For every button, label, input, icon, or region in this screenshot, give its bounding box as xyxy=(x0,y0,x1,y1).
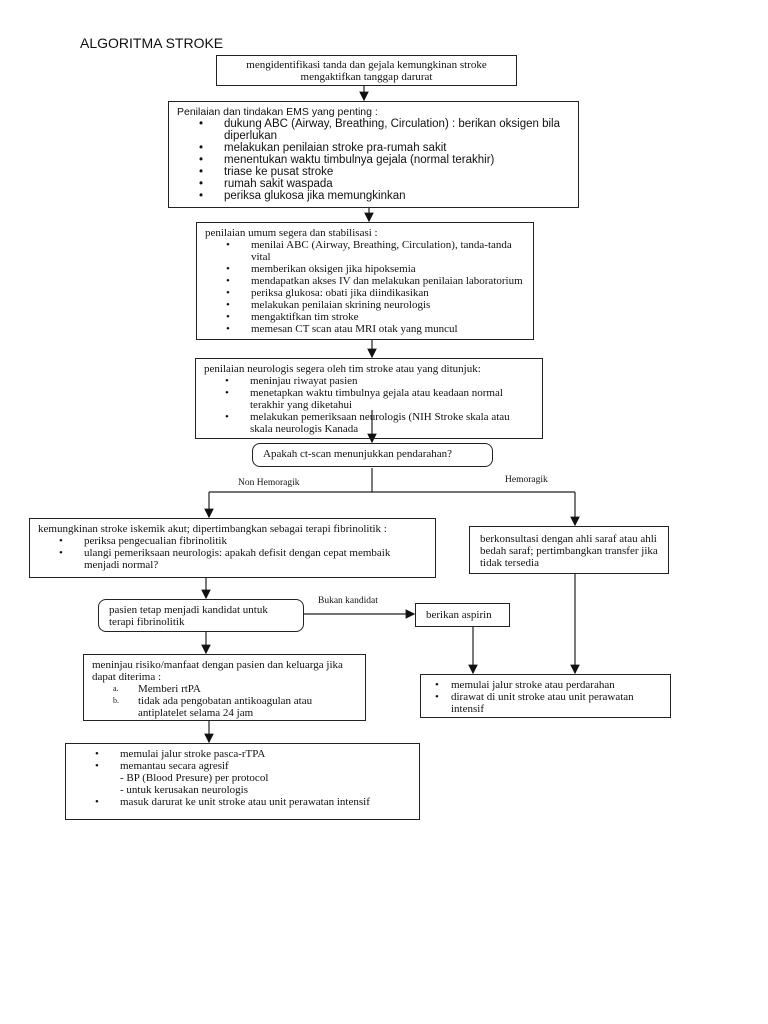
page-title: ALGORITMA STROKE xyxy=(80,35,224,51)
list-item: •melakukan penilaian skrining neurologis xyxy=(226,299,431,311)
post-rtpa-box: •memulai jalur stroke pasca-rTPA •memant… xyxy=(65,743,420,820)
hemorrhage-pathway-box: •memulai jalur stroke atau perdarahan •d… xyxy=(420,674,671,718)
general-assessment-box: penilaian umum segera dan stabilisasi : … xyxy=(196,222,534,340)
list-item: •menetapkan waktu timbulnya gejala atau … xyxy=(225,387,503,411)
list-item: •memulai jalur stroke atau perdarahan xyxy=(435,679,615,691)
box-text: mengidentifikasi tanda dan gejala kemung… xyxy=(246,59,487,71)
list-item: •mengaktifkan tim stroke xyxy=(226,311,359,323)
list-item: - untuk kerusakan neurologis xyxy=(120,784,248,796)
not-candidate-label: Bukan kandidat xyxy=(318,596,378,606)
list-item: •periksa glukosa: obati jika diindikasik… xyxy=(226,287,429,299)
give-aspirin-box: berikan aspirin xyxy=(415,603,510,627)
list-item: •menentukan waktu timbulnya gejala (norm… xyxy=(199,154,495,166)
ct-scan-decision: Apakah ct-scan menunjukkan pendarahan? xyxy=(252,443,493,467)
box-text: mengaktifkan tanggap darurat xyxy=(300,71,433,83)
hemorrhagic-label: Hemoragik xyxy=(505,475,548,485)
list-item: •memulai jalur stroke pasca-rTPA xyxy=(95,748,266,760)
box-intro: meninjau risiko/manfaat dengan pasien da… xyxy=(92,659,343,683)
fibrinolytic-candidate-box: pasien tetap menjadi kandidat untuk tera… xyxy=(98,599,304,632)
list-item: •memantau secara agresif xyxy=(95,760,229,772)
ischemic-stroke-box: kemungkinan stroke iskemik akut; diperti… xyxy=(29,518,436,578)
non-hemorrhagic-label: Non Hemoragik xyxy=(238,478,300,488)
list-item: a.Memberi rtPA xyxy=(113,683,201,695)
box-text: pasien tetap menjadi kandidat untuk tera… xyxy=(109,604,268,628)
list-item: •mendapatkan akses IV dan melakukan peni… xyxy=(226,275,523,287)
list-item: •menilai ABC (Airway, Breathing, Circula… xyxy=(226,239,512,263)
list-item: •melakukan penilaian stroke pra-rumah sa… xyxy=(199,142,447,154)
list-item: •rumah sakit waspada xyxy=(199,178,333,190)
list-item: •melakukan pemeriksaan neurologis (NIH S… xyxy=(225,411,510,435)
consult-neurologist-box: berkonsultasi dengan ahli saraf atau ahl… xyxy=(469,526,669,574)
list-item: •memberikan oksigen jika hipoksemia xyxy=(226,263,416,275)
list-item: •masuk darurat ke unit stroke atau unit … xyxy=(95,796,370,808)
list-item: - BP (Blood Presure) per protocol xyxy=(120,772,269,784)
risk-benefit-box: meninjau risiko/manfaat dengan pasien da… xyxy=(83,654,366,721)
ems-assessment-box: Penilaian dan tindakan EMS yang penting … xyxy=(168,101,579,208)
list-item: •ulangi pemeriksaan neurologis: apakah d… xyxy=(59,547,391,571)
box-text: berikan aspirin xyxy=(426,609,492,621)
box-text: berkonsultasi dengan ahli saraf atau ahl… xyxy=(480,533,658,569)
neuro-assessment-box: penilaian neurologis segera oleh tim str… xyxy=(195,358,543,439)
list-item: •periksa pengecualian fibrinolitik xyxy=(59,535,227,547)
identify-signs-box: mengidentifikasi tanda dan gejala kemung… xyxy=(216,55,517,86)
box-intro: Penilaian dan tindakan EMS yang penting … xyxy=(177,106,378,118)
list-item: b.tidak ada pengobatan antikoagulan atau… xyxy=(113,695,313,719)
list-item: •meninjau riwayat pasien xyxy=(225,375,358,387)
box-intro: penilaian umum segera dan stabilisasi : xyxy=(205,227,378,239)
decision-text: Apakah ct-scan menunjukkan pendarahan? xyxy=(263,448,453,460)
list-item: •memesan CT scan atau MRI otak yang munc… xyxy=(226,323,458,335)
box-intro: kemungkinan stroke iskemik akut; diperti… xyxy=(38,523,387,535)
list-item: •periksa glukosa jika memungkinkan xyxy=(199,190,406,202)
box-intro: penilaian neurologis segera oleh tim str… xyxy=(204,363,481,375)
list-item: •dirawat di unit stroke atau unit perawa… xyxy=(435,691,634,715)
list-item: •dukung ABC (Airway, Breathing, Circulat… xyxy=(199,118,561,142)
list-item: •triase ke pusat stroke xyxy=(199,166,334,178)
